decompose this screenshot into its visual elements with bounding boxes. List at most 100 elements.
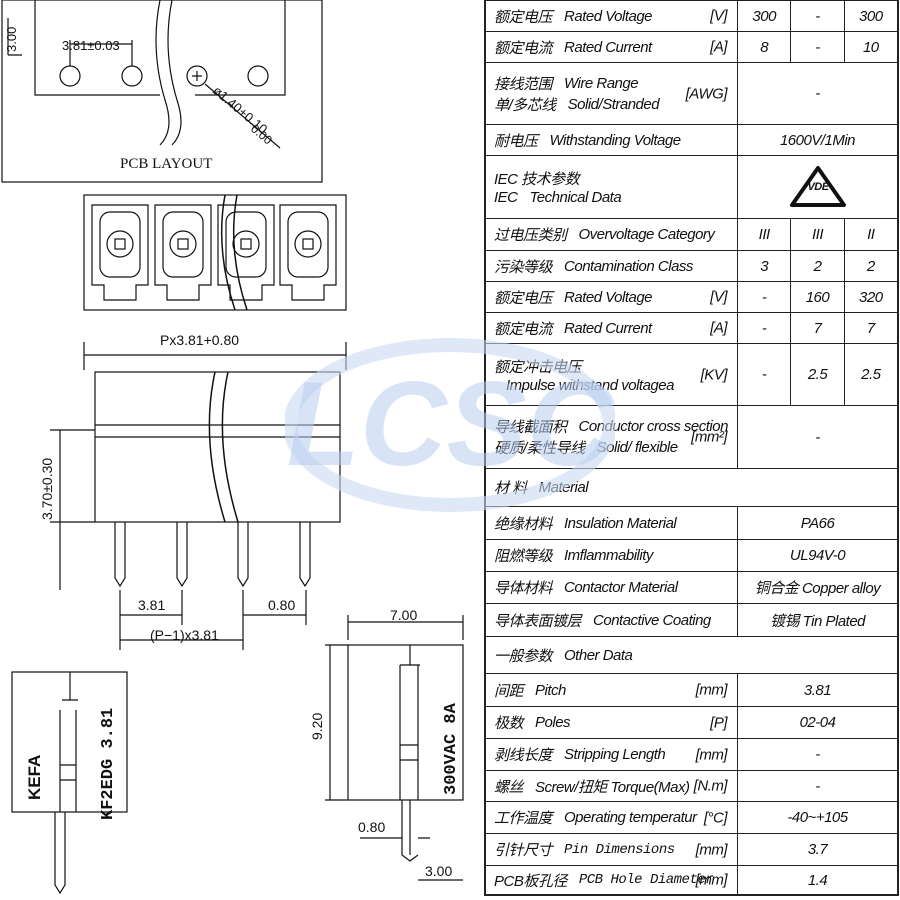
spec-value: 2.5 [791,344,845,405]
label-en: Solid/Stranded [567,95,660,113]
front-total-dim: (P−1)x3.81 [150,627,219,643]
label-en: Operating temperatur [564,809,697,826]
pcb-layout-title: PCB LAYOUT [120,156,212,172]
side-pin-dim: 0.80 [358,819,385,835]
label-cn: 阻燃等级 [494,548,553,565]
unit-label: [A] [710,38,727,56]
spec-value: UL94V-0 [789,547,846,564]
spec-row: 阻燃等级 Imflammability UL94V-0 [486,539,897,571]
unit-label: [mm] [695,871,728,889]
label-en: Rated Current [564,319,652,337]
side-pin-length-dim: 3.00 [425,863,452,879]
spec-value: 8 [738,32,792,62]
label-cn: 污染等级 [494,258,553,276]
spec-label: 过电压类别 Overvoltage Category [486,219,738,250]
label-cn: 材 料 [494,480,527,497]
label-drawing: KEFA KF2EDG 3.81 [11,671,128,895]
label-en: Contamination Class [564,257,693,275]
unit-label: [KV] [700,366,728,383]
brand-marking: KEFA [25,755,44,800]
label-en: Poles [535,714,571,731]
label-cn: IEC [494,189,518,206]
spec-value: 300 [859,7,883,25]
label-en: Overvoltage Category [578,226,715,243]
spec-value: - [815,746,820,763]
terminal-cell [279,204,337,301]
label-en: Pitch [535,681,566,699]
front-view-drawing: Px3.81+0.80 3.70±0.30 3.81 0.80 (P−1)x3.… [39,332,347,650]
top-view-drawing [83,194,347,311]
unit-label: [mm] [695,681,728,699]
spec-value: 02-04 [799,714,836,731]
spec-value: - [791,1,845,31]
spec-value: - [815,777,820,795]
label-en: Pin Dimensions [564,841,675,858]
label-cn: 接线范围 [494,75,553,93]
spec-value: 1600V/1Min [779,131,856,149]
unit-label: [mm] [695,746,728,763]
front-width-dim: Px3.81+0.80 [160,332,239,348]
front-height-dim: 3.70±0.30 [39,458,55,520]
label-cn: 额定冲击电压 [494,358,582,376]
label-en: Contactor Material [564,579,678,596]
label-cn: 过电压类别 [494,227,567,244]
spec-label: 额定电流 Rated Current [A] [486,313,738,343]
label-cn: 绝缘材料 [494,515,553,533]
label-en: Screw/扭矩 Torque(Max) [535,778,690,796]
spec-value: 10 [862,38,879,56]
spec-value: 3 [738,251,792,281]
label-cn: 额定电流 [494,320,553,338]
spec-value: III [791,219,845,250]
spec-value: 160 [791,282,845,312]
spec-value: III [738,219,792,250]
unit-label: [A] [710,319,727,337]
unit-label: [AWG] [685,85,728,102]
label-en: Other Data [564,646,633,664]
terminal-cell [154,204,212,301]
spec-value: 2 [866,257,875,275]
spec-value: 7 [791,313,845,343]
spec-value: 铜合金 Copper alloy [754,580,881,597]
unit-label: [mm] [695,841,728,858]
spec-value: 1.4 [807,871,828,889]
side-width-dim: 7.00 [390,607,417,623]
spec-value: - [738,313,792,343]
unit-label: [V] [710,7,727,25]
spec-value: 2.5 [861,366,881,383]
spec-value: II [867,226,875,243]
label-en: Imflammability [564,547,653,564]
spec-value: 2 [791,251,845,281]
label-cn: 工作温度 [494,810,553,827]
label-cn: 螺丝 [494,778,524,796]
label-en: Wire Range [564,74,639,92]
vde-logo: VDE [738,156,897,218]
pcb-layout-drawing: 3.81±0.03 3.00 ø1.40+0.10 0.00 PCB LAYOU… [1,0,323,183]
spec-value: 3.81 [803,681,832,699]
spec-value: 3.7 [807,841,828,858]
spec-value: - [738,344,792,405]
